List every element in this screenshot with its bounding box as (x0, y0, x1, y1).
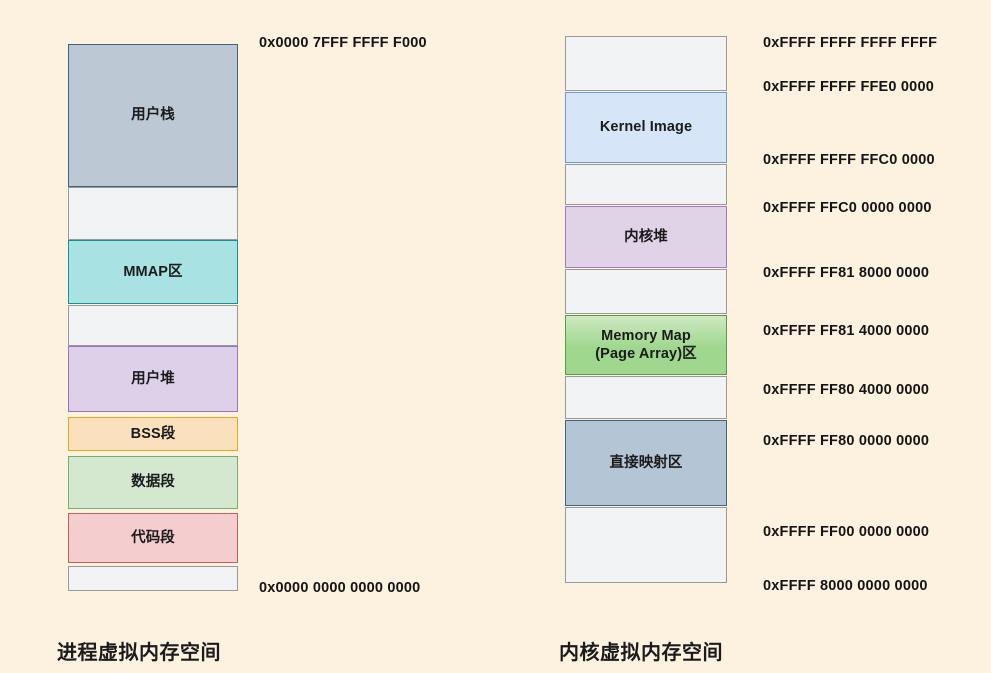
memory-block-kernel-heap: 内核堆 (565, 206, 727, 268)
memory-block-bss-segment: BSS段 (68, 417, 238, 451)
kernel-address-addr-ffff-ffc0-0000-0000: 0xFFFF FFC0 0000 0000 (763, 200, 932, 216)
memory-block-label: Kernel Image (599, 119, 693, 136)
memory-block-memory-map-area: Memory Map (Page Array)区 (565, 315, 727, 375)
memory-block-label: 用户栈 (131, 107, 175, 124)
memory-block-mmap-area: MMAP区 (68, 240, 238, 304)
process-space-caption: 进程虚拟内存空间 (57, 642, 221, 664)
process-bottom-address: 0x0000 0000 0000 0000 (259, 580, 421, 596)
memory-block-gap-3 (68, 566, 238, 591)
kernel-address-addr-ffff-ff80-0000-0000: 0xFFFF FF80 0000 0000 (763, 433, 930, 449)
memory-block-user-stack: 用户栈 (68, 44, 238, 187)
kernel-address-addr-ffff-ff81-8000-0000: 0xFFFF FF81 8000 0000 (763, 265, 930, 281)
memory-block-user-heap: 用户堆 (68, 346, 238, 412)
kernel-space-caption: 内核虚拟内存空间 (559, 642, 723, 664)
memory-block-label: 数据段 (131, 474, 175, 491)
memory-block-label: 用户堆 (131, 370, 175, 387)
kernel-address-addr-ffff-8000-0000-0000: 0xFFFF 8000 0000 0000 (763, 578, 928, 594)
memory-block-label: 直接映射区 (609, 454, 683, 471)
memory-block-data-segment: 数据段 (68, 456, 238, 509)
memory-block-kernel-gap-3 (565, 376, 727, 419)
memory-block-label: 代码段 (131, 529, 175, 546)
kernel-address-addr-ffff-ff00-0000-0000: 0xFFFF FF00 0000 0000 (763, 524, 930, 540)
kernel-address-addr-ffff-ffff-ffe0-0000: 0xFFFF FFFF FFE0 0000 (763, 79, 934, 95)
memory-block-kernel-gap-1 (565, 164, 727, 205)
memory-block-label: 内核堆 (624, 228, 668, 245)
memory-block-direct-map-area: 直接映射区 (565, 420, 727, 506)
memory-block-text-segment: 代码段 (68, 513, 238, 563)
memory-block-kernel-image: Kernel Image (565, 92, 727, 163)
memory-block-gap-1 (68, 187, 238, 240)
memory-block-gap-2 (68, 305, 238, 346)
memory-block-kernel-gap-top (565, 36, 727, 91)
memory-block-label: Memory Map (Page Array)区 (595, 327, 697, 362)
memory-block-kernel-gap-bottom (565, 507, 727, 583)
kernel-address-addr-ffff-ff80-4000-0000: 0xFFFF FF80 4000 0000 (763, 382, 930, 398)
kernel-address-addr-ffff-ffff-ffff-ffff: 0xFFFF FFFF FFFF FFFF (763, 35, 938, 51)
process-top-address: 0x0000 7FFF FFFF F000 (259, 35, 427, 51)
memory-block-kernel-gap-2 (565, 269, 727, 314)
kernel-address-addr-ffff-ffff-ffc0-0000: 0xFFFF FFFF FFC0 0000 (763, 152, 935, 168)
kernel-address-addr-ffff-ff81-4000-0000: 0xFFFF FF81 4000 0000 (763, 323, 930, 339)
memory-block-label: BSS段 (130, 425, 176, 442)
memory-block-label: MMAP区 (123, 263, 183, 280)
